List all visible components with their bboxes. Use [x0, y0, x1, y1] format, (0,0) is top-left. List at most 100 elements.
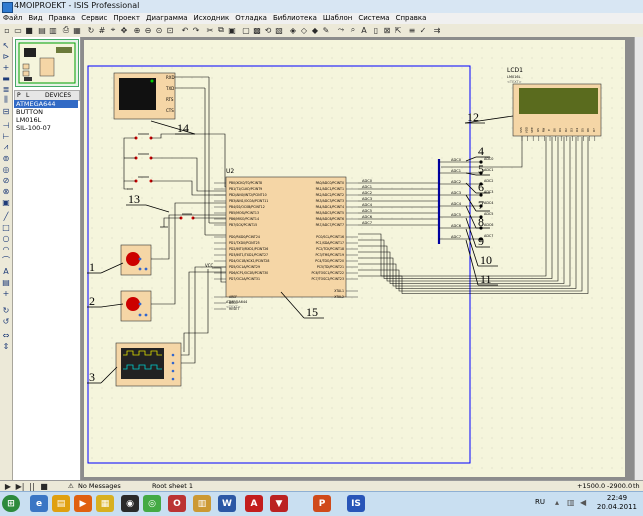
tray-arrow-icon[interactable]: ▴: [555, 498, 560, 507]
device-item-button[interactable]: BUTTON: [16, 108, 44, 116]
text-icon[interactable]: A: [3, 266, 9, 276]
language-indicator[interactable]: RU: [535, 498, 545, 506]
menu-system[interactable]: Система: [358, 14, 390, 22]
oscilloscope[interactable]: [115, 342, 182, 387]
menu-source[interactable]: Исходник: [193, 14, 230, 22]
chrome-icon[interactable]: ◎: [143, 495, 161, 512]
buses-icon[interactable]: ⫼: [4, 95, 8, 104]
lcd-display[interactable]: [512, 83, 602, 137]
atmega644-chip[interactable]: [225, 176, 347, 298]
bill-of-materials-icon[interactable]: ≡: [408, 25, 416, 35]
junction-dot-icon[interactable]: +: [2, 62, 10, 72]
packaging-icon[interactable]: ◆: [311, 25, 319, 35]
current-probe-icon[interactable]: ⊗: [2, 186, 10, 196]
menu-graph[interactable]: Диаграмма: [145, 14, 188, 22]
zoom-out-icon[interactable]: ⊖: [144, 25, 152, 35]
cut-icon[interactable]: ✂: [206, 25, 214, 35]
network-icon[interactable]: ▥: [567, 498, 575, 507]
tape-recorder-icon[interactable]: ⊚: [2, 153, 10, 163]
path-icon[interactable]: ⌒: [2, 255, 10, 265]
terminals-icon[interactable]: ⊣: [2, 120, 10, 130]
opera-icon[interactable]: O: [168, 495, 186, 512]
pdf-reader-icon[interactable]: ▼: [270, 495, 288, 512]
step-button[interactable]: ▶|: [15, 481, 25, 491]
decompose-icon[interactable]: ✎: [322, 25, 330, 35]
make-device-icon[interactable]: ◇: [300, 25, 308, 35]
netlist-to-ares-icon[interactable]: ⇉: [433, 25, 441, 35]
remove-sheet-icon[interactable]: ⊠: [383, 25, 391, 35]
pause-button[interactable]: ||: [29, 481, 35, 491]
open-folder-icon[interactable]: ▭: [14, 25, 22, 35]
refresh-icon[interactable]: ↻: [87, 25, 95, 35]
potentiometer-1[interactable]: [120, 244, 152, 276]
print-icon[interactable]: ⎙: [62, 25, 70, 34]
start-button-icon[interactable]: ⊞: [2, 495, 20, 512]
block-delete-icon[interactable]: ▧: [275, 25, 283, 35]
rotate-anticlockwise-icon[interactable]: ↺: [2, 316, 10, 326]
pick-device-icon[interactable]: ◈: [289, 25, 297, 35]
firefox-icon[interactable]: ◉: [121, 495, 139, 512]
virtual-terminal[interactable]: RXD TXD RTS CTS: [113, 72, 176, 120]
export-icon[interactable]: ▥: [49, 25, 57, 35]
subcircuit-icon[interactable]: ⊟: [2, 106, 10, 116]
explorer-icon[interactable]: ▤: [52, 495, 70, 512]
voltage-probe-icon[interactable]: ⊘: [2, 175, 10, 185]
rotate-clockwise-icon[interactable]: ↻: [2, 305, 10, 315]
pick-devices-tab[interactable]: P: [17, 92, 21, 99]
device-item-sil-100-07[interactable]: SIL-100-07: [16, 124, 51, 132]
search-icon[interactable]: ⌕: [350, 25, 356, 34]
zoom-all-icon[interactable]: ⊙: [155, 25, 163, 35]
marker-icon[interactable]: +: [2, 288, 10, 298]
media-player-icon[interactable]: ▶: [74, 495, 92, 512]
circle-icon[interactable]: ○: [2, 233, 10, 243]
wire-label-icon[interactable]: ▬: [2, 73, 10, 83]
vertical-scrollbar[interactable]: [634, 37, 643, 480]
mirror-y-icon[interactable]: ⇕: [2, 341, 10, 351]
copy-icon[interactable]: ⧉: [218, 25, 224, 34]
system-clock[interactable]: 22:49 20.04.2011: [597, 494, 637, 512]
menu-design[interactable]: Проект: [113, 14, 140, 22]
line-icon[interactable]: ╱: [3, 211, 9, 221]
graph-icon[interactable]: ⩘: [3, 142, 9, 151]
box-icon[interactable]: □: [2, 222, 10, 232]
pan-icon[interactable]: ✥: [120, 25, 128, 35]
archive-icon[interactable]: ▦: [96, 495, 114, 512]
schematic-canvas[interactable]: RXD TXD RTS CTS: [81, 37, 634, 480]
menu-view[interactable]: Вид: [28, 14, 43, 22]
symbol-icon[interactable]: ▤: [2, 277, 10, 287]
electrical-rule-check-icon[interactable]: ✓: [419, 25, 427, 35]
exit-to-parent-icon[interactable]: ⇱: [394, 25, 402, 35]
grid-icon[interactable]: #: [98, 25, 106, 35]
wire-autorouter-icon[interactable]: ⤳: [337, 25, 345, 34]
print-area-icon[interactable]: ▦: [73, 25, 81, 35]
acrobat-icon[interactable]: A: [245, 495, 263, 512]
menu-file[interactable]: Файл: [3, 14, 23, 22]
zoom-in-icon[interactable]: ⊕: [133, 25, 141, 35]
powerpoint-icon[interactable]: P: [313, 495, 331, 512]
new-sheet-icon[interactable]: ▯: [373, 25, 379, 35]
arc-icon[interactable]: ◠: [2, 244, 10, 254]
stop-button[interactable]: ■: [40, 481, 48, 491]
menu-debug[interactable]: Отладка: [235, 14, 267, 22]
import-icon[interactable]: ▤: [38, 25, 46, 35]
overview-window[interactable]: [15, 39, 79, 87]
selection-mode-icon[interactable]: ↖: [2, 40, 10, 50]
new-file-icon[interactable]: ▫: [4, 25, 10, 35]
block-move-icon[interactable]: ▩: [253, 25, 261, 35]
text-script-icon[interactable]: ≣: [2, 84, 10, 94]
origin-icon[interactable]: ⌖: [110, 25, 116, 34]
library-manager-tab[interactable]: L: [26, 92, 30, 99]
menu-template[interactable]: Шаблон: [322, 14, 353, 22]
menu-edit[interactable]: Правка: [48, 14, 76, 22]
property-assignment-icon[interactable]: A: [361, 25, 367, 35]
menu-tools[interactable]: Сервис: [81, 14, 108, 22]
save-icon[interactable]: ■: [25, 25, 33, 35]
menu-library[interactable]: Библиотека: [272, 14, 317, 22]
undo-icon[interactable]: ↶: [181, 25, 189, 35]
play-button[interactable]: ▶: [4, 481, 12, 491]
menu-help[interactable]: Справка: [395, 14, 427, 22]
device-item-atmega644[interactable]: ATMEGA644: [14, 100, 78, 108]
block-copy-icon[interactable]: ▢: [242, 25, 250, 35]
virtual-instruments-icon[interactable]: ▣: [2, 197, 10, 207]
block-rotate-icon[interactable]: ⟲: [264, 25, 272, 35]
